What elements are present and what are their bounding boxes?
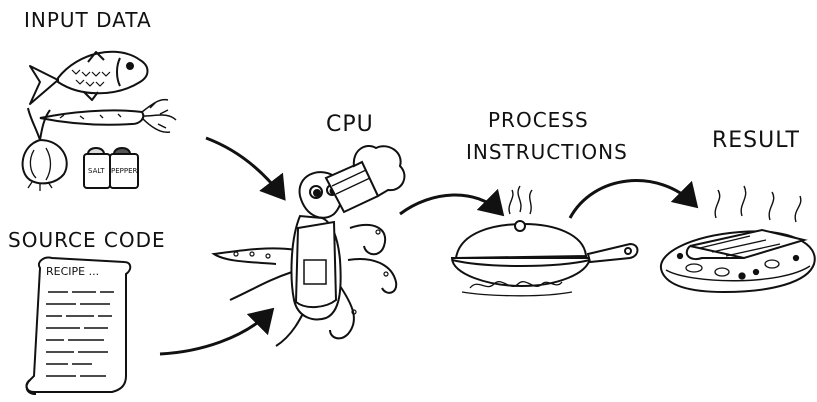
fish-icon	[29, 50, 149, 105]
pepper-label: PEPPER	[111, 167, 138, 175]
recipe-scroll-icon	[25, 256, 132, 395]
cooked-dish-icon	[659, 185, 816, 294]
result-label: RESULT	[712, 128, 800, 153]
salt-label: SALT	[88, 167, 105, 175]
source-code-label: SOURCE CODE	[8, 228, 166, 252]
arrow-code-to-cpu	[159, 307, 275, 356]
carrot-icon	[39, 98, 177, 134]
arrow-cpu-to-pan	[399, 188, 505, 217]
process-label-line2: INSTRUCTIONS	[466, 140, 628, 164]
recipe-title: RECIPE ...	[46, 265, 100, 278]
onion-icon	[21, 107, 68, 191]
input-data-label: INPUT DATA	[24, 8, 152, 32]
process-label-line1: PROCESS	[488, 108, 589, 132]
covered-pan-icon	[450, 185, 639, 297]
pepper-shaker-icon	[109, 147, 139, 189]
arrow-pan-to-result	[568, 179, 699, 219]
octopus-chef-icon	[211, 145, 406, 347]
cpu-label: CPU	[326, 112, 374, 137]
salt-shaker-icon	[83, 147, 111, 189]
arrow-input-to-cpu	[205, 136, 286, 201]
